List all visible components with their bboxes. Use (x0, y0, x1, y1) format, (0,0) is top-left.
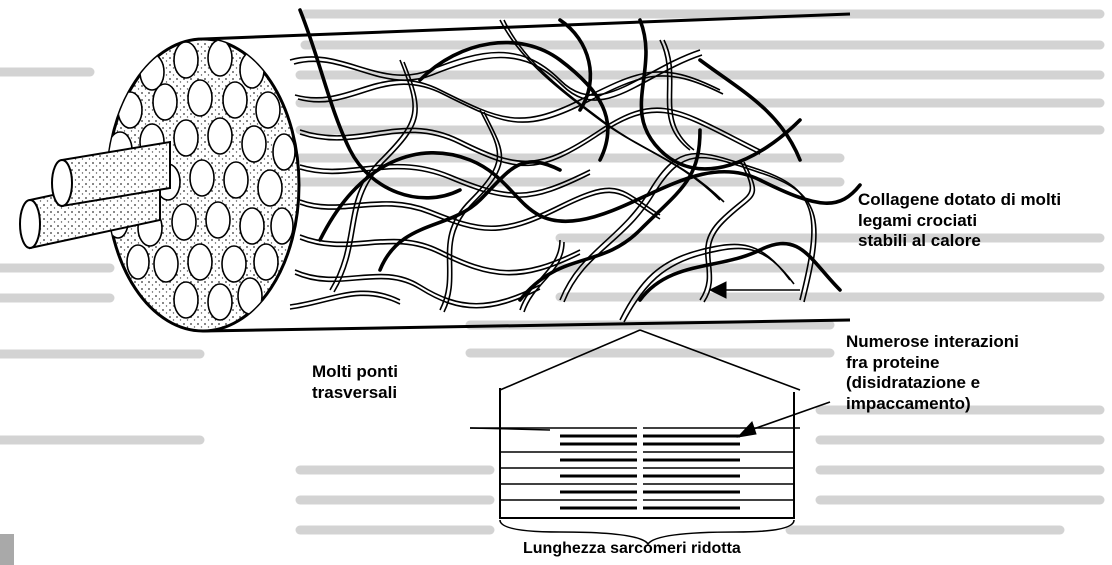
magnification-lines (500, 330, 800, 390)
corner-patch (0, 534, 14, 565)
label-sarcomere-length: Lunghezza sarcomeri ridotta (523, 539, 741, 559)
sarcomere-diagram (470, 388, 800, 544)
label-collagen-crosslinks: Collagene dotato di molti legami crociat… (858, 190, 1061, 252)
pointer-arrows (470, 282, 830, 437)
label-cross-bridges: Molti ponti trasversali (312, 362, 398, 403)
label-protein-interactions: Numerose interazioni fra proteine (disid… (846, 332, 1019, 415)
